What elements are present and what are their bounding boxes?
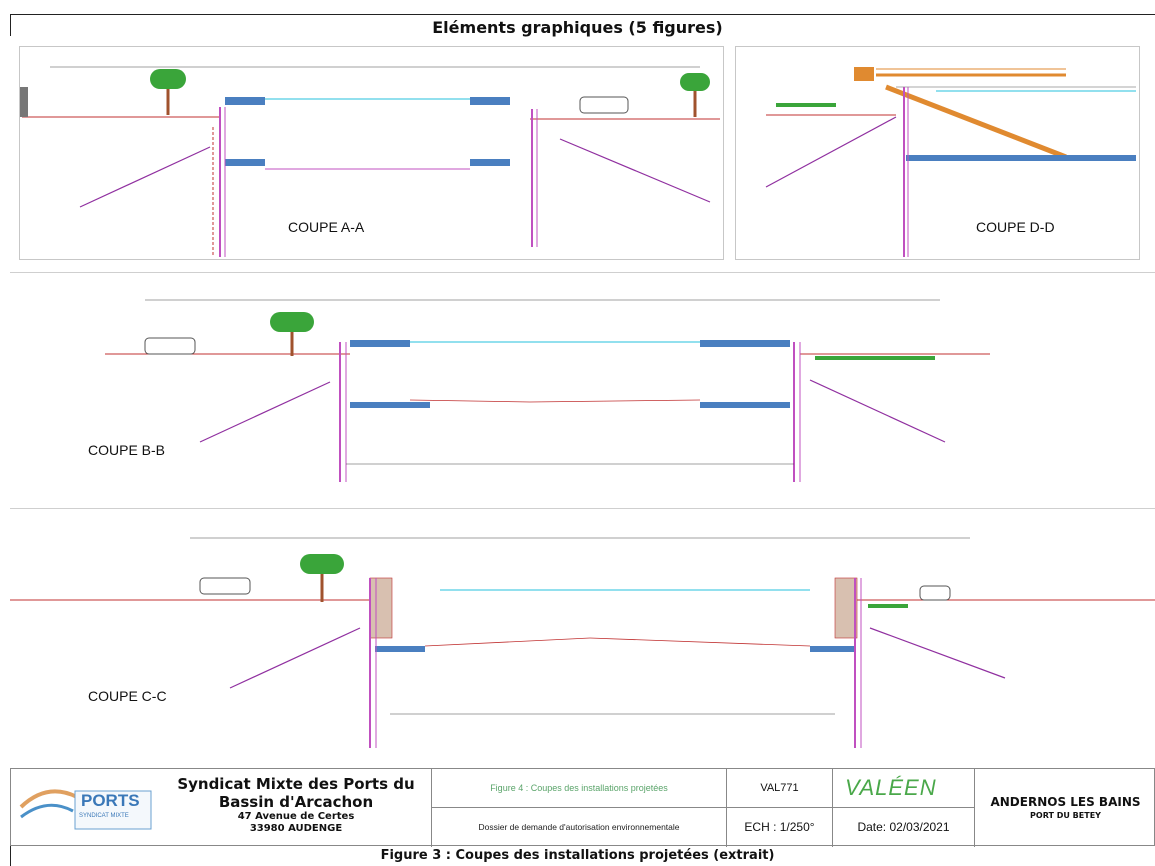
- org-name-line2: Bassin d'Arcachon: [218, 793, 374, 811]
- page-frame-left: [10, 14, 11, 36]
- panel-coupe-aa: COUPE A-A: [19, 46, 724, 260]
- org-name-line1: Syndicat Mixte des Ports du: [177, 775, 415, 793]
- place-block: ANDERNOS LES BAINS PORT DU BETEY: [974, 769, 1155, 847]
- separator: [10, 272, 1155, 273]
- reference-code: VAL771: [726, 769, 832, 808]
- place-sub: PORT DU BETEY: [1030, 811, 1101, 820]
- label-coupe-aa: COUPE A-A: [288, 219, 365, 235]
- drawing-coupe-bb: [105, 299, 990, 482]
- org-address-line1: 47 Avenue de Certes: [237, 811, 355, 822]
- label-coupe-dd: COUPE D-D: [976, 219, 1055, 235]
- place-name: ANDERNOS LES BAINS: [990, 795, 1141, 809]
- panel-coupe-bb: COUPE B-B: [10, 282, 1155, 496]
- ports-logo-text: PORTS: [81, 791, 140, 810]
- page-frame-top: [10, 14, 1155, 15]
- drawing-coupe-aa: [20, 66, 720, 257]
- date-label: Date: 02/03/2021: [832, 808, 974, 847]
- figure-caption: Figure 3 : Coupes des installations proj…: [380, 848, 775, 863]
- org-address-line2: 33980 AUDENGE: [249, 823, 343, 834]
- ports-logo-subtext: SYNDICAT MIXTE: [79, 813, 129, 819]
- title-block: PORTS SYNDICAT MIXTE Syndicat Mixte des …: [10, 768, 1155, 847]
- valeen-logo: VALÉEN: [832, 769, 974, 808]
- page-frame-left-bottom: [10, 846, 11, 866]
- ports-logo: [19, 789, 152, 830]
- organisation-block: Syndicat Mixte des Ports du Bassin d'Arc…: [161, 775, 431, 835]
- figure-label: Figure 4 : Coupes des installations proj…: [431, 769, 726, 808]
- label-coupe-bb: COUPE B-B: [88, 442, 166, 458]
- dossier-label: Dossier de demande d'autorisation enviro…: [431, 808, 726, 847]
- drawing-coupe-cc: [10, 537, 1155, 748]
- separator: [10, 508, 1155, 509]
- panel-coupe-cc: COUPE C-C: [10, 518, 1155, 758]
- scale-label: ECH : 1/250°: [726, 808, 832, 847]
- drawing-coupe-dd: [765, 67, 1136, 257]
- panel-coupe-dd: COUPE D-D: [735, 46, 1140, 260]
- label-coupe-cc: COUPE C-C: [88, 688, 167, 704]
- valeen-logo-text: VALÉEN: [845, 775, 937, 800]
- page-title: Eléments graphiques (5 figures): [432, 18, 723, 37]
